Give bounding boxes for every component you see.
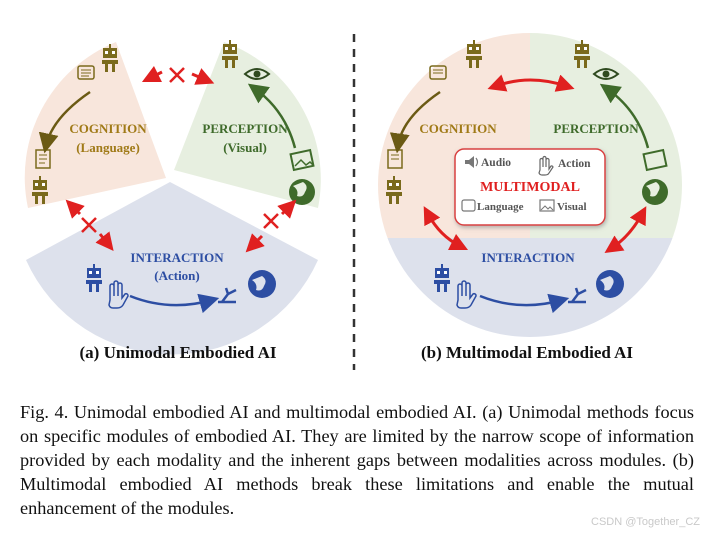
multimodal-title: MULTIMODAL <box>480 180 580 195</box>
robot-icon <box>86 264 102 292</box>
chat-bubble-icon <box>77 65 95 80</box>
hand-icon <box>108 280 129 309</box>
modality-visual-label: Visual <box>557 201 587 213</box>
robot-icon <box>574 40 590 68</box>
cross-icon <box>263 213 279 229</box>
interaction-cycle-arrow <box>129 293 220 314</box>
image-icon <box>289 148 315 172</box>
chat-bubble-icon <box>461 199 476 212</box>
globe-icon <box>596 270 624 298</box>
robot-icon <box>222 40 238 68</box>
watermark: CSDN @Together_CZ <box>591 516 700 528</box>
cognition-cycle-arrow <box>389 90 441 154</box>
hand-icon <box>456 280 477 309</box>
audio-icon <box>465 156 479 168</box>
robot-icon <box>434 264 450 292</box>
robot-icon <box>102 44 118 72</box>
figure: COGNITION (Language) PERCEPTION (Visual)… <box>24 33 682 370</box>
globe-icon <box>642 179 668 205</box>
modality-action-label: Action <box>558 158 591 170</box>
left-interaction-sector <box>26 182 318 355</box>
link-cognition-interaction <box>423 206 469 251</box>
image-icon <box>539 199 555 212</box>
right-panel-caption: (b) Multimodal Embodied AI <box>420 343 634 362</box>
modality-language-label: Language <box>477 201 524 213</box>
link-cognition-perception <box>487 74 575 92</box>
left-perception-title: PERCEPTION <box>202 121 288 136</box>
eye-icon <box>243 68 271 80</box>
multimodal-box: Audio Action MULTIMODAL Language Visual <box>454 148 606 226</box>
left-cognition-sector <box>24 42 166 208</box>
eye-icon <box>592 68 620 80</box>
left-panel-caption: (a) Unimodal Embodied AI <box>79 343 277 362</box>
right-cognition-title: COGNITION <box>419 121 497 136</box>
chat-bubble-icon <box>429 65 447 80</box>
robot-arm-icon <box>568 287 587 304</box>
globe-icon <box>248 270 276 298</box>
image-icon <box>642 148 668 172</box>
cross-icon <box>81 217 97 233</box>
robot-icon <box>466 40 482 68</box>
interaction-cycle-arrow <box>479 293 570 314</box>
left-panel: COGNITION (Language) PERCEPTION (Visual)… <box>24 40 321 355</box>
left-interaction-subtitle: (Action) <box>154 268 200 283</box>
modality-audio-label: Audio <box>481 157 511 169</box>
right-perception-title: PERCEPTION <box>553 121 639 136</box>
cognition-cycle-arrow <box>38 90 91 154</box>
perception-cycle-arrow <box>247 83 297 149</box>
hand-icon <box>538 155 554 176</box>
link-perception-interaction <box>604 206 647 253</box>
left-perception-subtitle: (Visual) <box>223 140 267 155</box>
left-cognition-subtitle: (Language) <box>76 140 140 155</box>
robot-icon <box>32 176 48 204</box>
robot-icon <box>386 176 402 204</box>
right-interaction-title: INTERACTION <box>481 250 575 265</box>
blocked-connection-left <box>65 199 114 252</box>
perception-cycle-arrow <box>599 83 650 149</box>
blocked-connection-top <box>141 65 215 85</box>
robot-arm-icon <box>218 287 237 304</box>
figure-diagram: COGNITION (Language) PERCEPTION (Visual)… <box>24 33 682 370</box>
blocked-connection-right <box>245 199 297 253</box>
right-panel: COGNITION PERCEPTION INTERACTION Audio A… <box>378 33 682 337</box>
figure-caption: Fig. 4. Unimodal embodied AI and multimo… <box>20 402 694 518</box>
globe-icon <box>289 179 315 205</box>
left-cognition-title: COGNITION <box>69 121 147 136</box>
left-interaction-title: INTERACTION <box>130 250 224 265</box>
cross-icon <box>169 67 185 83</box>
